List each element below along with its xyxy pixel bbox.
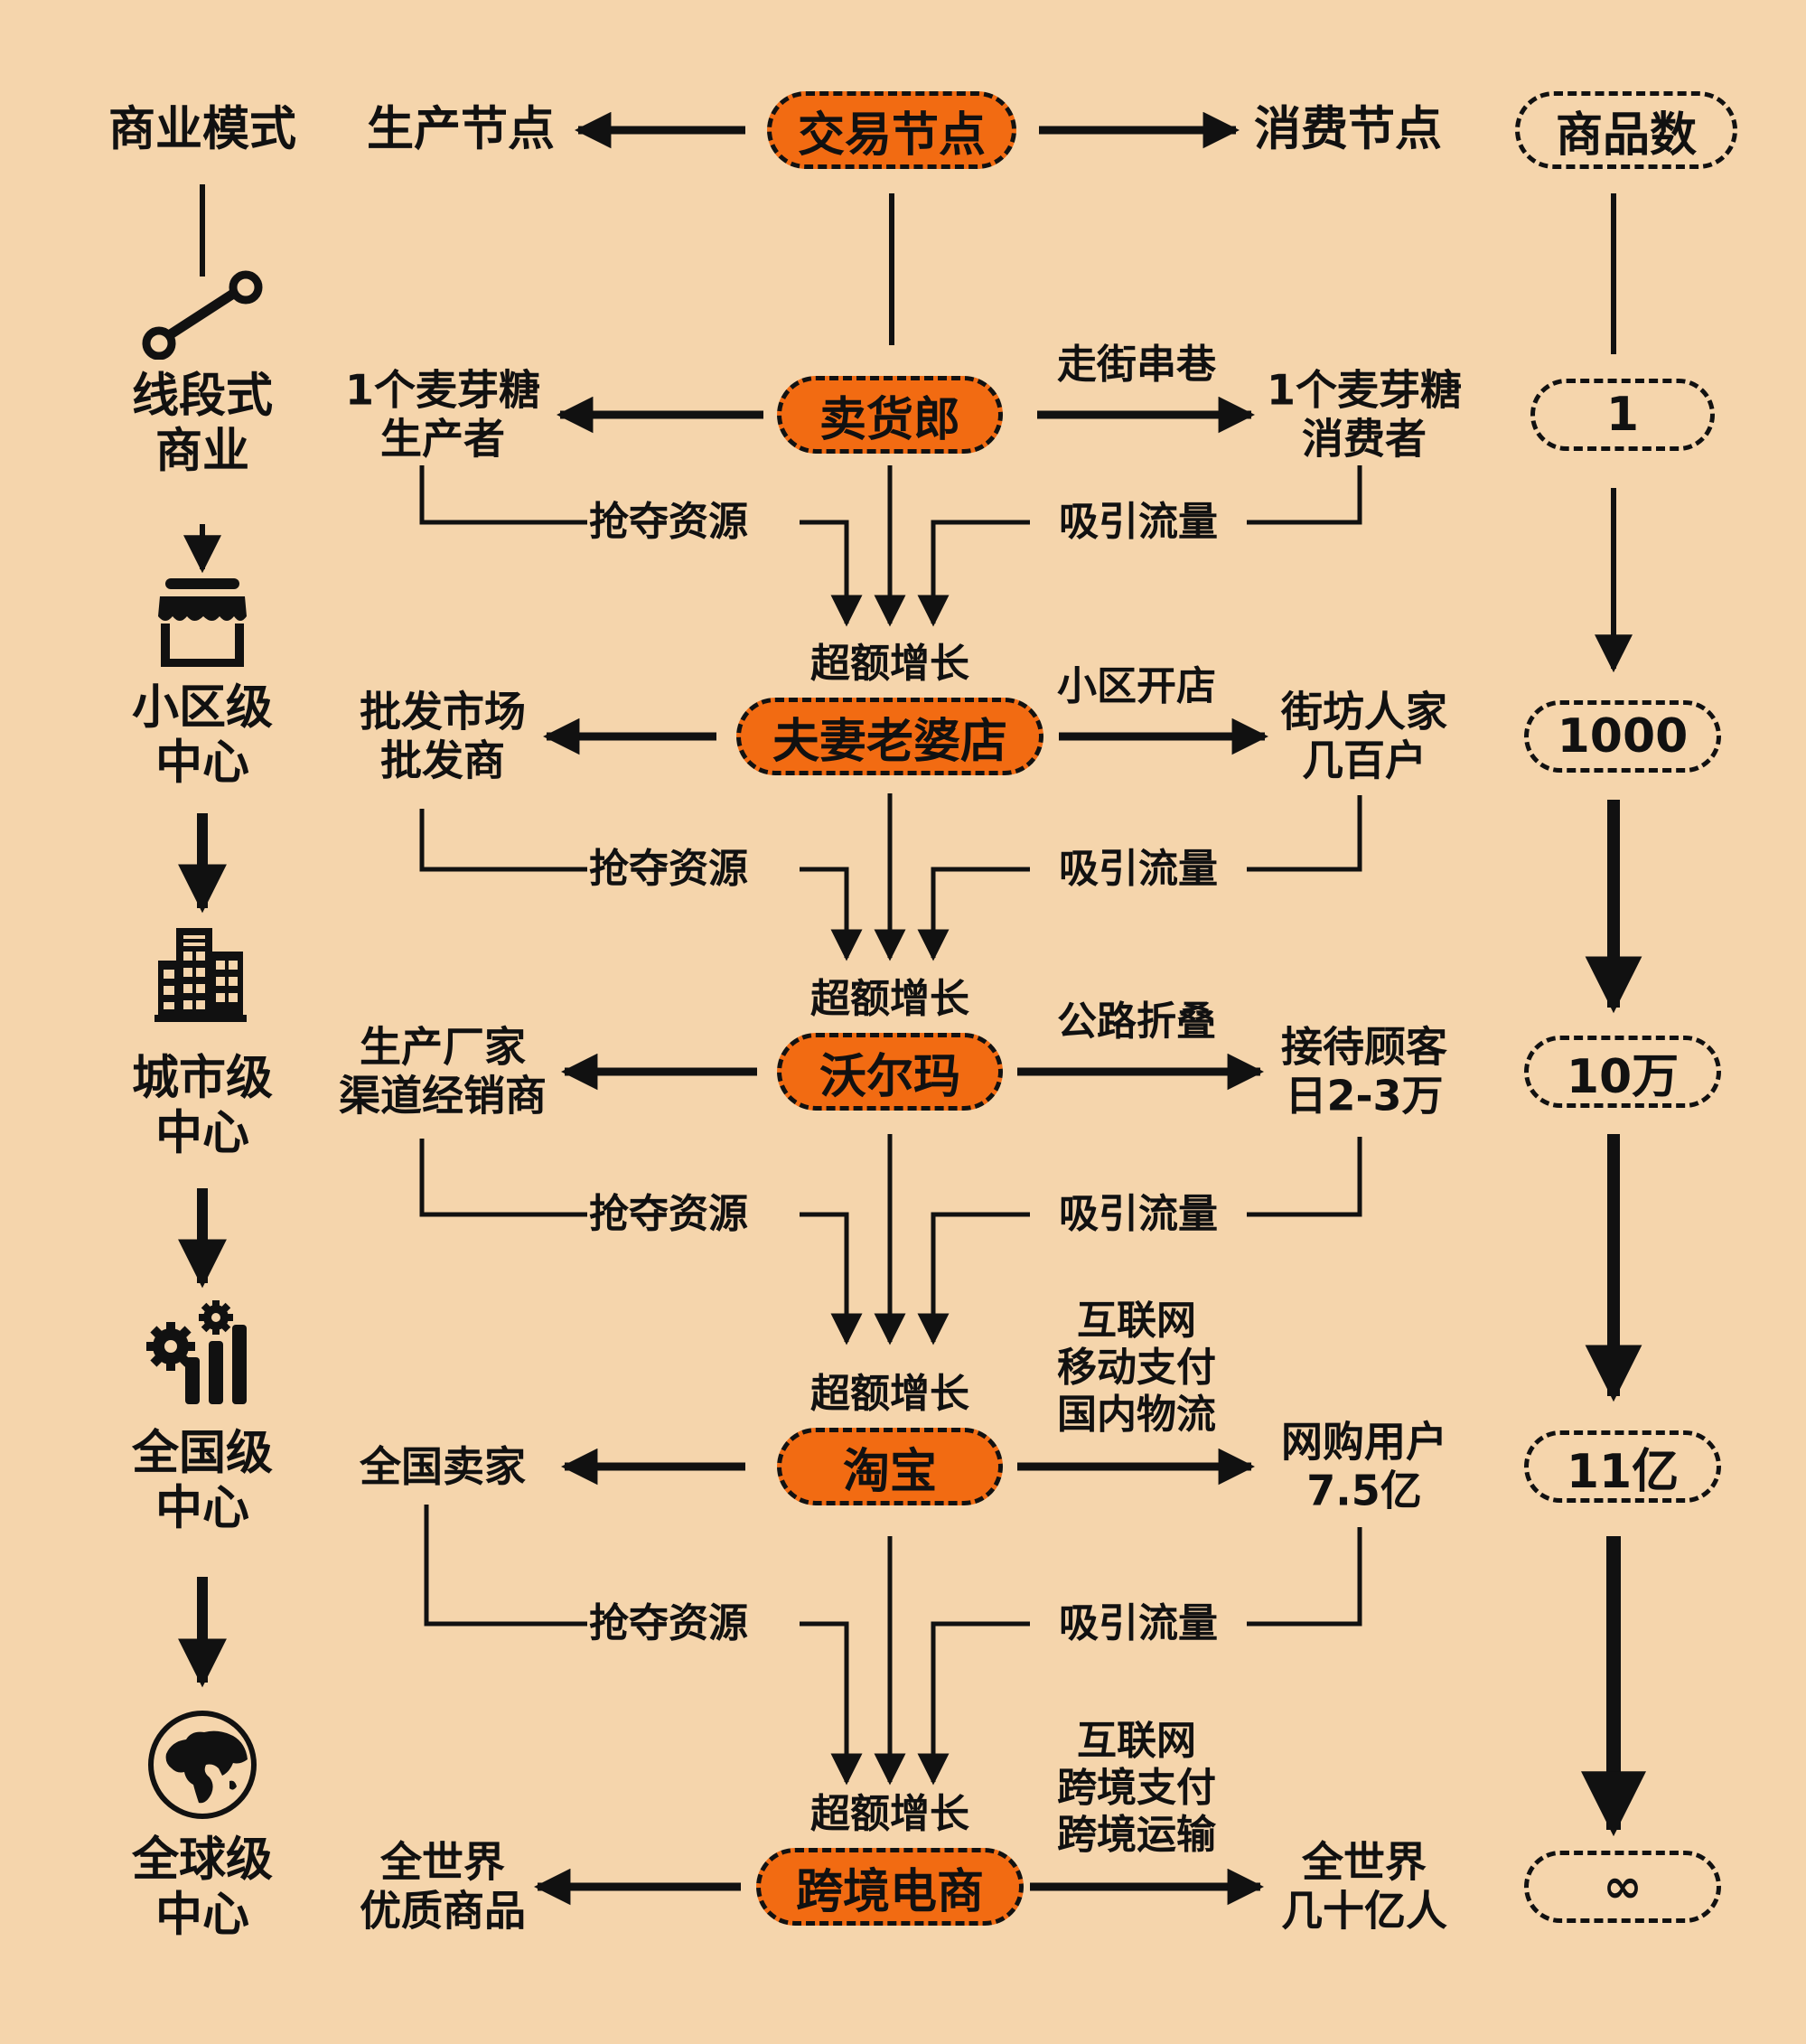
- grab-resources-arrow: [800, 867, 863, 961]
- line-segment-icon: [139, 269, 266, 363]
- product-count-pill: ∞: [1524, 1851, 1721, 1923]
- attract-traffic-label: 吸引流量: [1059, 846, 1218, 893]
- product-count: 11亿: [1566, 1444, 1680, 1499]
- globe-icon: [146, 1709, 258, 1824]
- product-count: 1000: [1557, 709, 1689, 764]
- header-product-count-pill: 商品数: [1515, 91, 1737, 169]
- producer-node: 批发市场 批发商: [360, 687, 526, 785]
- level-label: 全国级 中心: [131, 1426, 274, 1536]
- consumer-node: 1个麦芽糖 消费者: [1266, 365, 1463, 464]
- level-label: 全球级 中心: [131, 1833, 274, 1943]
- city-building-icon: [153, 924, 252, 1027]
- consumer-node: 街坊人家 几百户: [1281, 687, 1447, 785]
- channel-label: 互联网 移动支付 国内物流: [1057, 1298, 1216, 1438]
- excess-growth-label: 超额增长: [810, 976, 969, 1023]
- level-label: 小区级 中心: [131, 680, 274, 791]
- grab-resources-label: 抢夺资源: [589, 1600, 748, 1647]
- channel-label: 公路折叠: [1057, 999, 1216, 1045]
- product-count-pill: 10万: [1524, 1036, 1721, 1108]
- header-production-node: 生产节点: [366, 102, 556, 157]
- attract-traffic-line-right: [1247, 1137, 1362, 1217]
- grab-resources-arrow: [800, 1621, 863, 1786]
- grab-resources-label: 抢夺资源: [589, 1191, 748, 1238]
- hub-node-pill: 沃尔玛: [777, 1033, 1003, 1111]
- attract-traffic-line-right: [1247, 1527, 1362, 1627]
- storefront-icon: [153, 577, 252, 670]
- hub-node-pill: 夫妻老婆店: [736, 698, 1043, 775]
- product-count-pill: 1000: [1524, 700, 1721, 773]
- attract-traffic-line-right: [1247, 465, 1362, 525]
- attract-traffic-label: 吸引流量: [1059, 499, 1218, 546]
- hub-node: 跨境电商: [795, 1864, 984, 1919]
- attract-traffic-arrow: [917, 1212, 1030, 1345]
- attract-traffic-label: 吸引流量: [1059, 1600, 1218, 1647]
- grab-resources-label: 抢夺资源: [589, 846, 748, 893]
- grab-resources-line-left: [419, 1139, 587, 1217]
- product-count: 10万: [1566, 1049, 1680, 1104]
- grab-resources-label: 抢夺资源: [589, 499, 748, 546]
- header-business-model: 商业模式: [108, 102, 297, 157]
- consumer-node: 接待顾客 日2-3万: [1281, 1022, 1447, 1120]
- product-count: 1: [1605, 388, 1640, 442]
- excess-growth-label: 超额增长: [810, 1371, 969, 1418]
- producer-node: 生产厂家 渠道经销商: [339, 1022, 547, 1120]
- attract-traffic-label: 吸引流量: [1059, 1191, 1218, 1238]
- grab-resources-line-left: [424, 1505, 587, 1627]
- channel-label: 互联网 跨境支付 跨境运输: [1057, 1718, 1216, 1858]
- consumer-node: 网购用户 7.5亿: [1281, 1417, 1447, 1515]
- hub-node-pill: 卖货郎: [777, 376, 1003, 454]
- product-count: ∞: [1603, 1860, 1642, 1914]
- header-consumption-node: 消费节点: [1253, 102, 1443, 157]
- hub-node: 沃尔玛: [819, 1049, 960, 1104]
- hub-node: 淘宝: [842, 1444, 937, 1499]
- product-count-pill: 11亿: [1524, 1430, 1721, 1503]
- level-label: 线段式 商业: [131, 369, 274, 479]
- attract-traffic-arrow: [917, 867, 1030, 961]
- hub-node: 卖货郎: [819, 392, 960, 447]
- product-count-pill: 1: [1530, 379, 1715, 451]
- header-transaction-node: 交易节点: [797, 108, 986, 163]
- grab-resources-line-left: [419, 465, 587, 525]
- grab-resources-arrow: [800, 520, 863, 627]
- hub-node-pill: 淘宝: [777, 1428, 1003, 1505]
- consumer-node: 全世界 几十亿人: [1281, 1837, 1447, 1936]
- channel-label: 小区开店: [1057, 663, 1216, 710]
- header-transaction-node-pill: 交易节点: [767, 91, 1016, 169]
- channel-label: 走街串巷: [1057, 342, 1216, 389]
- excess-growth-label: 超额增长: [810, 641, 969, 688]
- grab-resources-line-left: [419, 809, 587, 872]
- attract-traffic-arrow: [917, 1621, 1030, 1786]
- hub-node-pill: 跨境电商: [756, 1848, 1024, 1926]
- producer-node: 1个麦芽糖 生产者: [344, 365, 541, 464]
- producer-node: 全国卖家: [360, 1441, 526, 1491]
- attract-traffic-line-right: [1247, 795, 1362, 872]
- gear-chart-icon: [144, 1299, 261, 1411]
- excess-growth-label: 超额增长: [810, 1791, 969, 1838]
- attract-traffic-arrow: [917, 520, 1030, 627]
- hub-node: 夫妻老婆店: [772, 714, 1007, 769]
- level-label: 城市级 中心: [131, 1051, 274, 1161]
- grab-resources-arrow: [800, 1212, 863, 1345]
- header-product-count: 商品数: [1555, 108, 1697, 163]
- producer-node: 全世界 优质商品: [360, 1837, 526, 1936]
